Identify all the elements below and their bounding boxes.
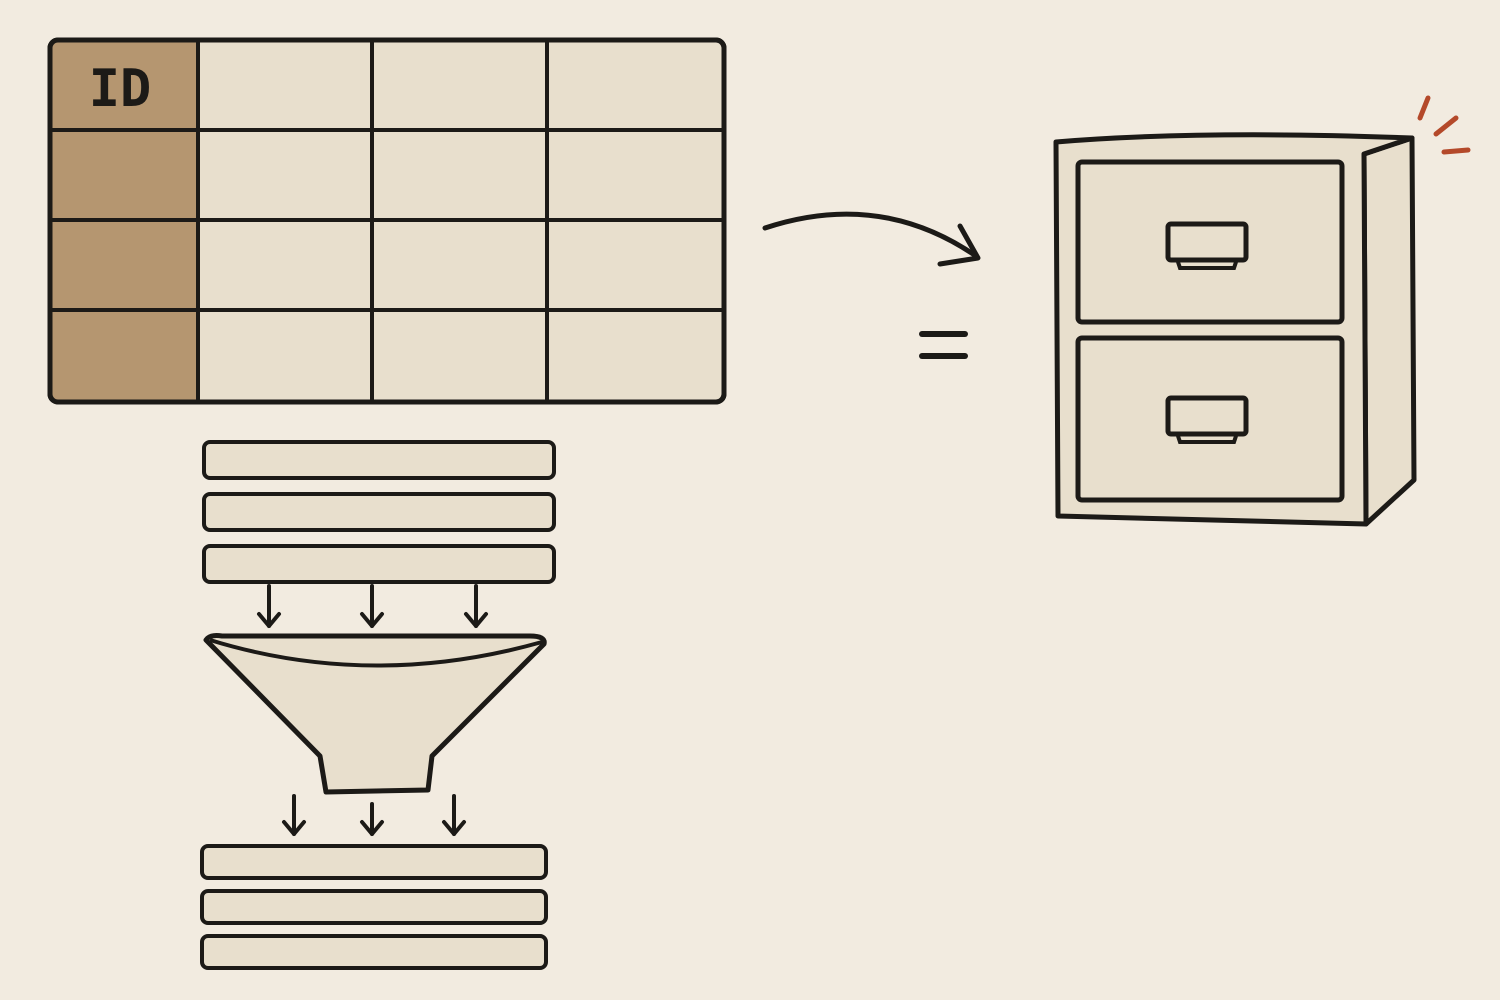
record-bar: [200, 889, 548, 925]
output-records: [200, 844, 548, 970]
record-bar: [200, 844, 548, 880]
sparkle-icon: [1417, 95, 1471, 155]
record-bar: [202, 492, 556, 532]
cabinet-side: [1361, 135, 1417, 527]
id-header-label: ID: [89, 59, 152, 119]
arrow-icon: [762, 211, 981, 267]
filing-cabinet-icon: [1053, 132, 1417, 527]
record-bar: [202, 544, 556, 584]
drawer-handle-icon: [1165, 395, 1249, 437]
down-arrow-icons: [257, 584, 488, 628]
funnel-icon: [203, 633, 547, 795]
down-arrow-icons: [282, 794, 466, 836]
record-bar: [200, 934, 548, 970]
table-icon: ID: [47, 37, 727, 405]
input-records: [202, 440, 556, 584]
equals-icon: [919, 331, 968, 359]
record-bar: [202, 440, 556, 480]
drawer-handle-icon: [1165, 221, 1249, 263]
